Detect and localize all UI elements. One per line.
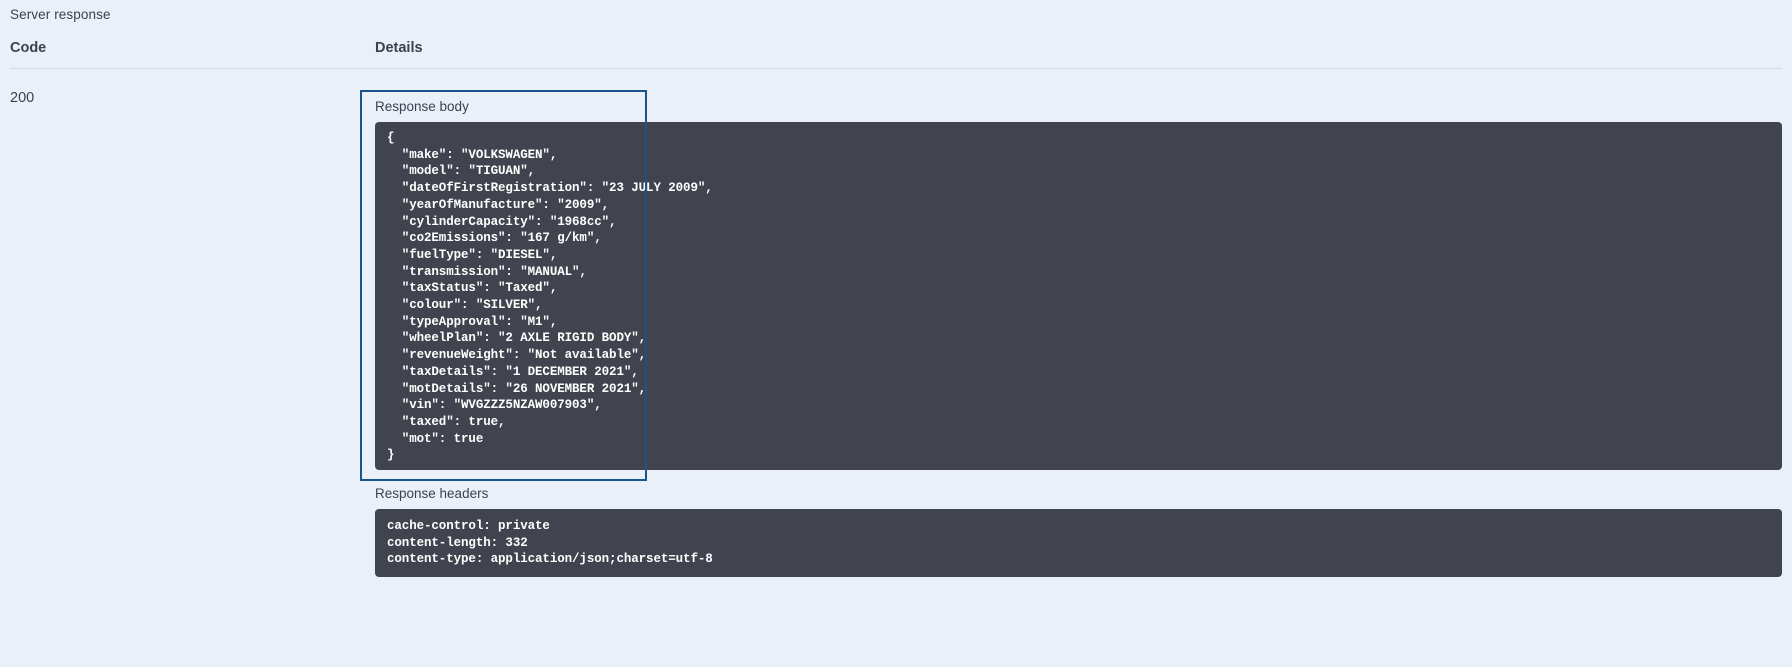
response-headers-code: cache-control: private content-length: 3… bbox=[387, 519, 713, 567]
header-divider bbox=[10, 68, 1782, 69]
response-body-panel[interactable]: { "make": "VOLKSWAGEN", "model": "TIGUAN… bbox=[375, 122, 1782, 470]
response-headers-panel[interactable]: cache-control: private content-length: 3… bbox=[375, 509, 1782, 577]
response-headers-label: Response headers bbox=[375, 486, 489, 501]
server-response-title: Server response bbox=[10, 7, 111, 22]
column-header-details: Details bbox=[375, 40, 423, 56]
response-body-label: Response body bbox=[375, 99, 469, 114]
column-header-code: Code bbox=[10, 40, 47, 56]
response-body-code: { "make": "VOLKSWAGEN", "model": "TIGUAN… bbox=[387, 131, 713, 463]
response-table-header: Code Details bbox=[0, 40, 1792, 76]
response-status-code: 200 bbox=[10, 90, 35, 106]
